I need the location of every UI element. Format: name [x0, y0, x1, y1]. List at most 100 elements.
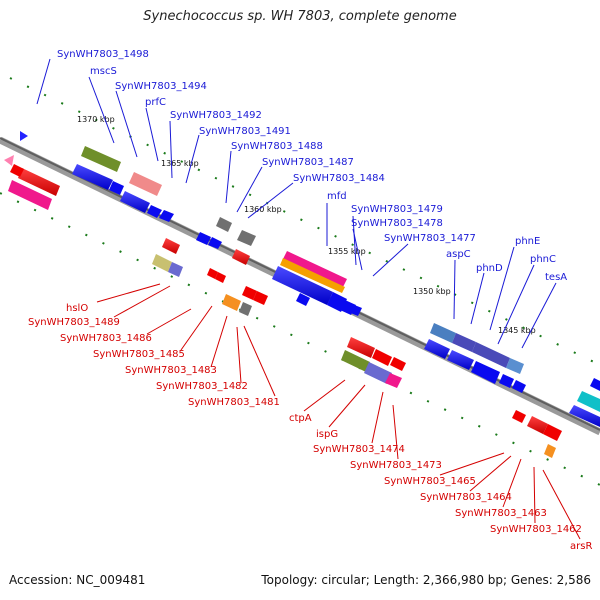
gene-feature — [364, 362, 392, 384]
gene-feature — [424, 339, 450, 359]
gene-label: SynWH7803_1484 — [293, 173, 385, 184]
gene-feature — [280, 258, 345, 293]
gene-label: SynWH7803_1463 — [455, 508, 547, 519]
gene-label: mscS — [90, 66, 117, 77]
gene-feature — [347, 337, 375, 358]
gene-label: SynWH7803_1494 — [115, 81, 207, 92]
gene-arrow — [196, 232, 211, 245]
gene-label: ctpA — [289, 413, 312, 424]
gene-feature — [162, 238, 180, 254]
gene-feature — [72, 164, 113, 190]
gene-label: SynWH7803_1481 — [188, 397, 280, 408]
map-title: Synechococcus sp. WH 7803, complete geno… — [143, 9, 457, 24]
gene-label: SynWH7803_1483 — [125, 365, 217, 376]
gene-feature — [129, 172, 162, 196]
gene-label: phnC — [530, 254, 556, 265]
gene-arrow — [215, 272, 226, 283]
gene-arrow — [109, 181, 124, 195]
gene-label: SynWH7803_1498 — [57, 49, 149, 60]
gene-feature — [385, 373, 402, 388]
minus-strand-label-texts: hslO SynWH7803_1489 SynWH7803_1486 SynWH… — [28, 303, 592, 552]
gene-label: SynWH7803_1479 — [351, 204, 443, 215]
plus-strand-annotations — [36, 58, 557, 349]
plus-strand-label-texts: SynWH7803_1498 mscS SynWH7803_1494 prfC … — [57, 49, 567, 283]
gene-feature — [472, 342, 510, 368]
gene-feature — [272, 266, 333, 305]
gene-arrow — [471, 361, 500, 384]
gene-feature — [283, 251, 347, 287]
gene-label: SynWH7803_1487 — [262, 157, 354, 168]
gene-label: SynWH7803_1473 — [350, 460, 442, 471]
gene-arrow — [512, 380, 526, 393]
gene-feature — [216, 217, 232, 232]
minus-strand-annotations — [96, 283, 581, 540]
gene-label: SynWH7803_1491 — [199, 126, 291, 137]
scale-label: 1345 kbp — [498, 326, 536, 335]
gene-feature — [222, 294, 241, 311]
accession-text: Accession: NC_009481 — [9, 573, 146, 587]
gene-label: SynWH7803_1477 — [384, 233, 476, 244]
gene-arrow — [159, 210, 174, 222]
gene-arrow — [4, 155, 14, 166]
gene-label: tesA — [545, 272, 567, 283]
gene-feature — [577, 391, 600, 412]
gene-feature — [506, 358, 524, 374]
gene-label: ispG — [316, 429, 338, 440]
gene-arrow — [348, 304, 362, 316]
gene-arrow — [590, 378, 600, 391]
gene-feature — [430, 323, 456, 343]
gene-arrow — [372, 349, 392, 366]
gene-arrow — [20, 131, 28, 141]
gene-feature — [81, 146, 121, 172]
gene-label: hslO — [66, 303, 88, 314]
gene-feature — [152, 254, 172, 272]
gene-label: SynWH7803_1464 — [420, 492, 512, 503]
gene-label: SynWH7803_1486 — [60, 333, 152, 344]
plus-strand-genes — [20, 131, 600, 427]
gene-feature — [120, 191, 150, 213]
gene-arrow — [10, 164, 24, 177]
gene-feature — [237, 230, 256, 246]
gene-label: arsR — [570, 541, 592, 552]
gene-label: SynWH7803_1489 — [28, 317, 120, 328]
gene-arrow — [543, 424, 562, 441]
gene-feature — [232, 249, 250, 265]
gene-arrow — [147, 205, 162, 218]
scale-label: 1355 kbp — [328, 247, 366, 256]
gene-label: SynWH7803_1492 — [170, 110, 262, 121]
gene-arrow — [207, 268, 218, 279]
gene-label: mfd — [327, 191, 347, 202]
gene-label: SynWH7803_1462 — [490, 524, 582, 535]
gene-feature — [239, 302, 252, 316]
gene-feature — [168, 262, 183, 277]
minus-strand-genes — [4, 155, 562, 458]
gene-label: SynWH7803_1474 — [313, 444, 405, 455]
gene-feature — [544, 444, 556, 458]
gene-feature — [341, 350, 370, 372]
gene-feature — [569, 405, 600, 427]
gene-label: phnE — [515, 236, 540, 247]
gene-label: SynWH7803_1482 — [156, 381, 248, 392]
gene-arrow — [242, 286, 257, 300]
gene-label: SynWH7803_1485 — [93, 349, 185, 360]
gene-feature — [452, 333, 476, 352]
gene-arrow — [390, 357, 406, 371]
gene-label: aspC — [446, 249, 471, 260]
scale-label: 1350 kbp — [413, 287, 451, 296]
scale-labels: 1370 kbp 1365 kbp 1360 kbp 1355 kbp 1350… — [77, 115, 536, 335]
gene-arrow — [512, 410, 526, 423]
genome-summary-text: Topology: circular; Length: 2,366,980 bp… — [261, 573, 591, 587]
scale-label: 1370 kbp — [77, 115, 115, 124]
gene-feature — [527, 416, 548, 434]
gene-feature — [447, 350, 474, 370]
gene-feature — [18, 168, 60, 196]
gene-arrow — [499, 374, 514, 388]
gene-label: SynWH7803_1478 — [351, 218, 443, 229]
gene-arrow — [208, 237, 222, 249]
gene-label: prfC — [145, 97, 166, 108]
scale-label: 1365 kbp — [161, 159, 199, 168]
gene-label: SynWH7803_1465 — [384, 476, 476, 487]
gene-label: SynWH7803_1488 — [231, 141, 323, 152]
gene-arrow — [253, 291, 268, 305]
